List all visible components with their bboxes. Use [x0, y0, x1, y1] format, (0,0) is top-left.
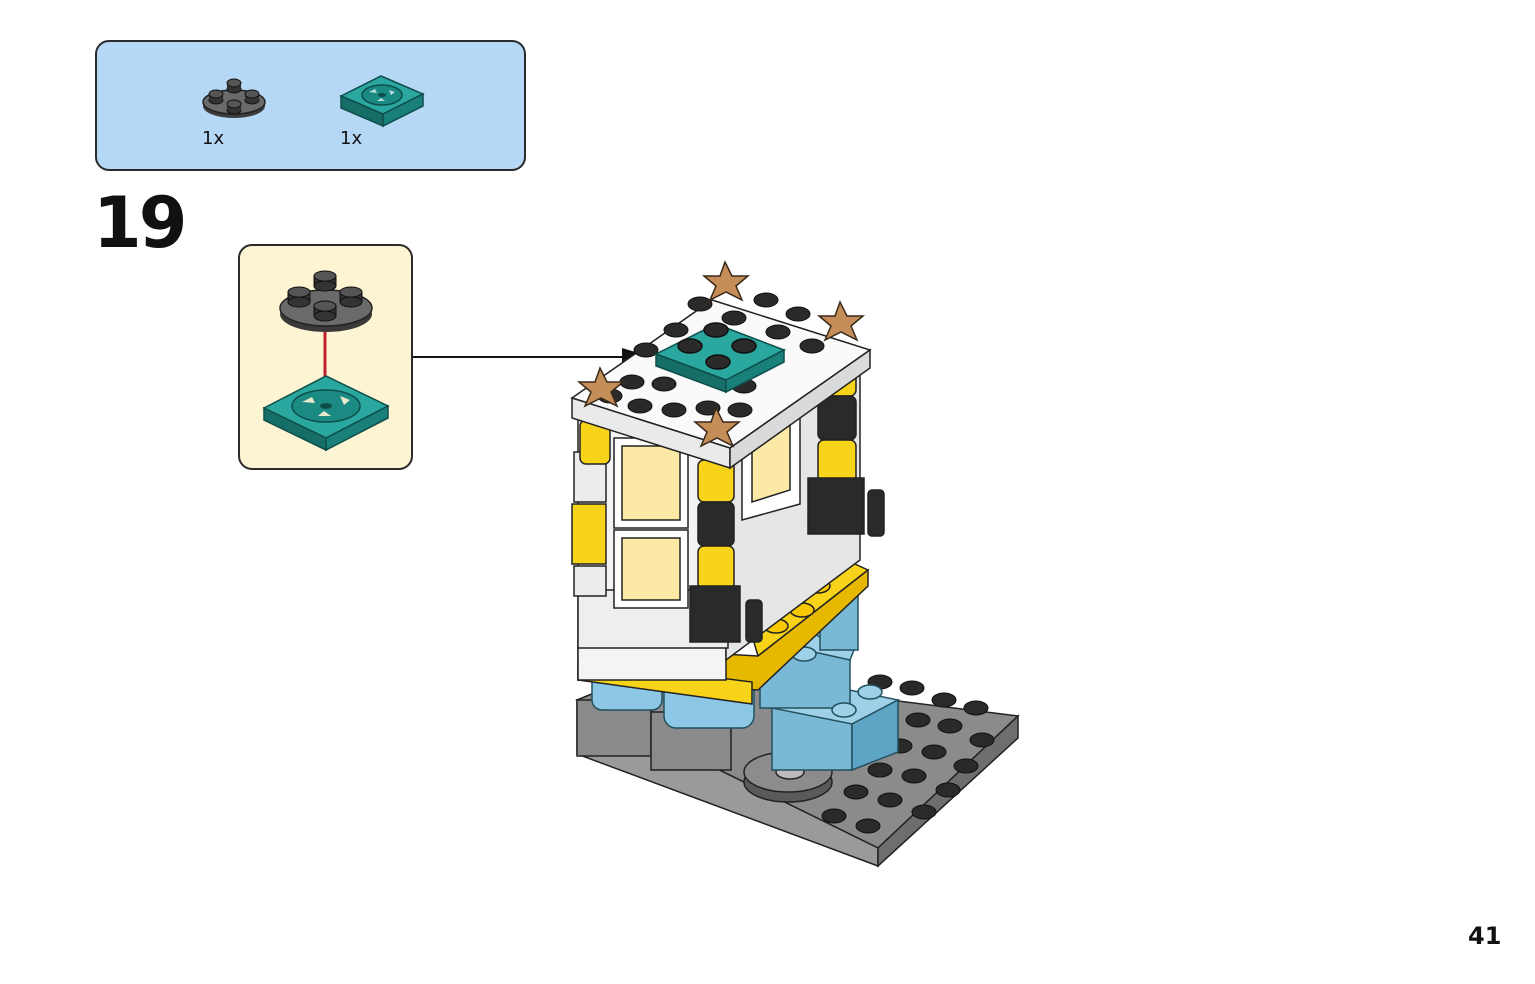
- teal-turntable-on-roof: [654, 322, 786, 394]
- round-plate-part-icon: [200, 78, 268, 124]
- part-quantity-round-plate: 1x: [202, 128, 225, 149]
- turntable-plate-part-icon: [337, 70, 427, 128]
- turntable-base-icon: [262, 375, 390, 452]
- gold-star-tiles: [576, 260, 866, 448]
- parts-list-box: 1x 1x: [95, 40, 526, 171]
- page-number: 41: [1468, 922, 1502, 950]
- part-quantity-turntable-plate: 1x: [340, 128, 363, 149]
- subassembly-illustration: [262, 270, 390, 452]
- step-number: 19: [93, 182, 187, 264]
- round-plate-icon: [279, 270, 373, 332]
- subassembly-callout: [238, 244, 413, 470]
